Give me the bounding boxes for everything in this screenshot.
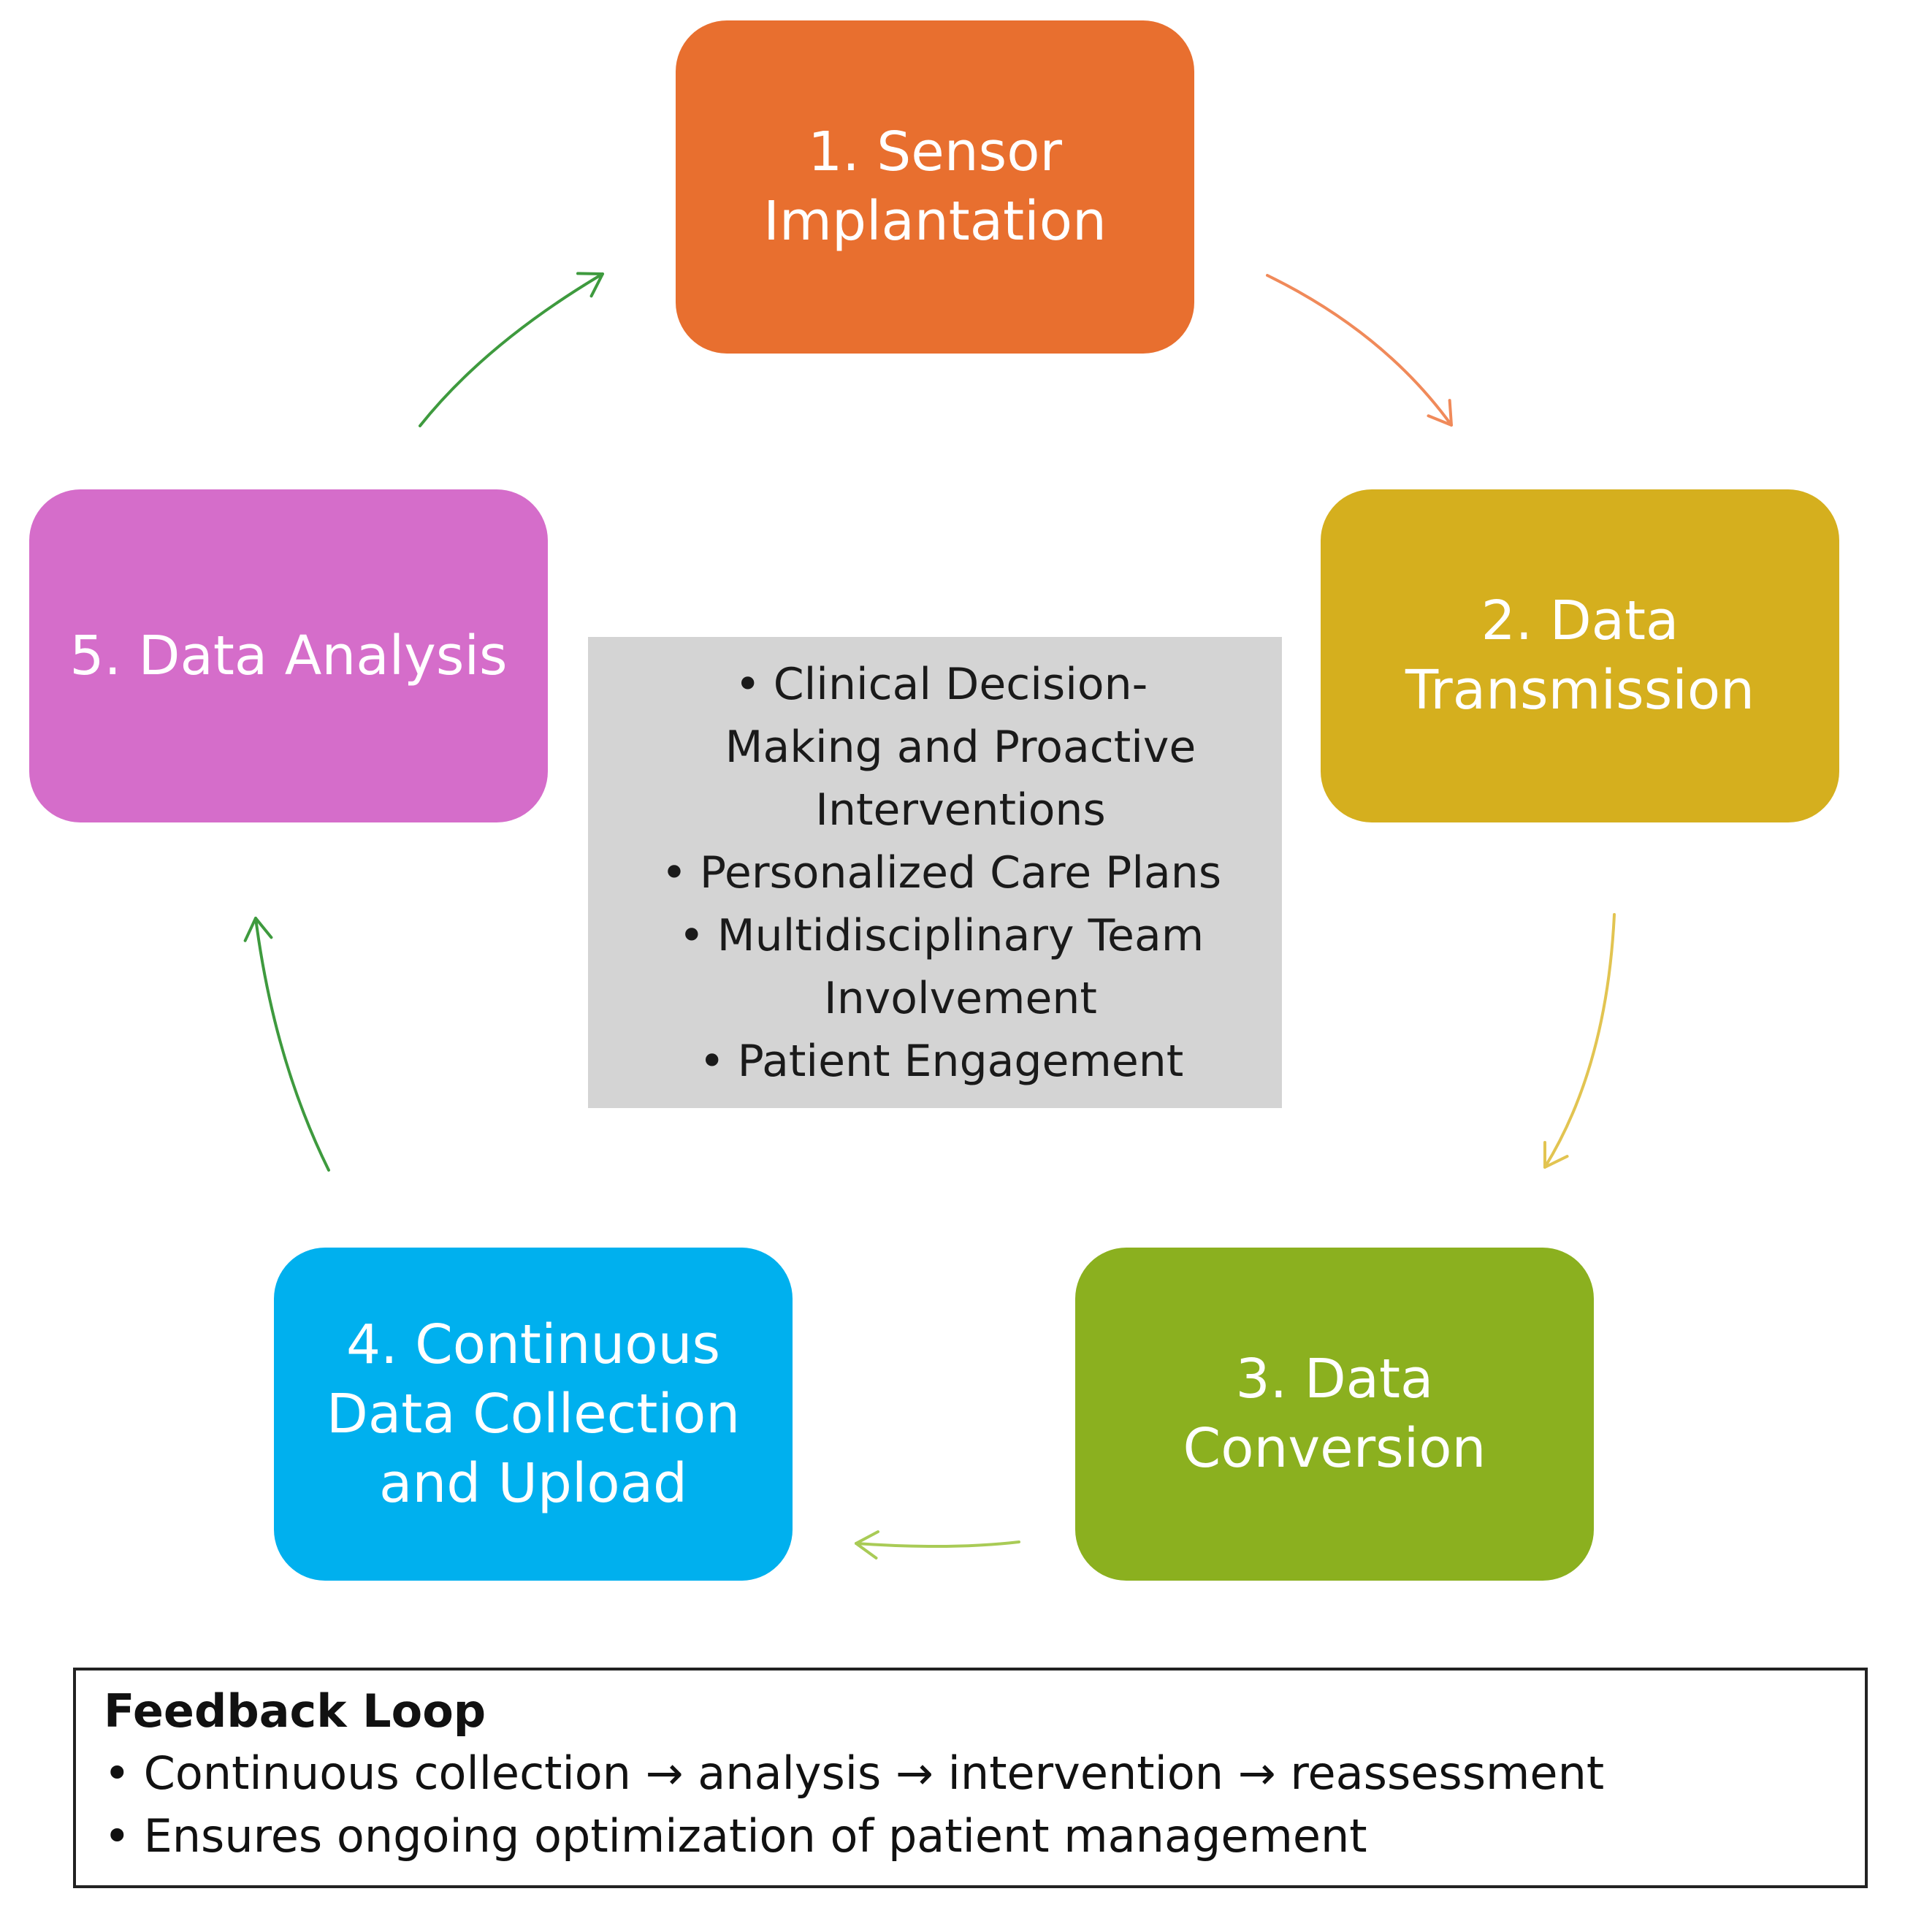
bullet-icon: • — [661, 847, 687, 898]
arrowhead-icon — [1543, 1141, 1569, 1169]
outcomes-list: •Clinical Decision- Making and Proactive… — [610, 653, 1260, 1093]
outcome-line: Patient Engagement — [737, 1036, 1184, 1087]
step-data-conversion: 3. Data Conversion — [1075, 1248, 1594, 1581]
step-continuous-data-collection: 4. Continuous Data Collection and Upload — [274, 1248, 793, 1581]
outcome-line: Multidisciplinary Team — [717, 910, 1205, 961]
arrow-data-analysis-to-sensor-implantation — [419, 272, 604, 427]
step-label-line: Data Collection — [326, 1382, 741, 1446]
feedback-item: •Ensures ongoing optimization of patient… — [104, 1805, 1837, 1868]
step-label-line: Conversion — [1183, 1417, 1486, 1480]
center-outcomes-box: •Clinical Decision- Making and Proactive… — [588, 637, 1282, 1108]
feedback-item-text: Ensures ongoing optimization of patient … — [143, 1809, 1367, 1863]
outcome-line: Personalized Care Plans — [699, 847, 1222, 898]
step-label-line: Implantation — [763, 190, 1107, 253]
bullet-icon: • — [698, 1036, 725, 1087]
outcome-item: •Patient Engagement — [610, 1030, 1260, 1093]
step-label-line: 4. Continuous — [346, 1313, 721, 1376]
outcome-line: Interventions — [815, 784, 1106, 836]
outcome-item: •Multidisciplinary Team Involvement — [610, 904, 1260, 1030]
bullet-icon: • — [104, 1746, 131, 1800]
arrowhead-icon — [576, 272, 604, 298]
arrowhead-icon — [1427, 399, 1453, 427]
feedback-item-text: Continuous collection → analysis → inter… — [143, 1746, 1605, 1800]
step-label-line: 5. Data Analysis — [69, 624, 508, 687]
outcome-item: •Clinical Decision- Making and Proactive… — [610, 653, 1260, 841]
feedback-title: Feedback Loop — [104, 1684, 486, 1738]
arrowhead-icon — [855, 1530, 880, 1559]
arrow-sensor-implantation-to-data-transmission — [1266, 274, 1453, 427]
arrow-data-conversion-to-continuous-data-collection — [855, 1540, 1020, 1549]
step-data-analysis: 5. Data Analysis — [29, 489, 548, 822]
bullet-icon: • — [735, 659, 761, 710]
step-label-line: 3. Data — [1235, 1348, 1434, 1410]
outcome-line: Making and Proactive — [725, 722, 1196, 773]
arrow-data-transmission-to-data-conversion — [1543, 913, 1616, 1169]
bullet-icon: • — [104, 1809, 131, 1863]
feedback-list: •Continuous collection → analysis → inte… — [104, 1742, 1837, 1868]
outcome-item: •Personalized Care Plans — [610, 841, 1260, 904]
bullet-icon: • — [679, 910, 705, 961]
feedback-loop-box: Feedback Loop •Continuous collection → a… — [73, 1668, 1868, 1888]
step-label-line: 2. Data — [1481, 589, 1679, 652]
arrowhead-icon — [243, 917, 273, 942]
step-label-line: and Upload — [378, 1451, 688, 1515]
step-label-line: 1. Sensor — [808, 121, 1062, 183]
feedback-item: •Continuous collection → analysis → inte… — [104, 1742, 1837, 1805]
step-sensor-implantation: 1. Sensor Implantation — [676, 20, 1194, 354]
outcome-line: Clinical Decision- — [773, 659, 1148, 710]
arrow-continuous-data-collection-to-data-analysis — [254, 917, 330, 1172]
step-label-line: Transmission — [1405, 659, 1755, 722]
outcome-line: Involvement — [824, 973, 1097, 1024]
step-data-transmission: 2. Data Transmission — [1321, 489, 1839, 822]
